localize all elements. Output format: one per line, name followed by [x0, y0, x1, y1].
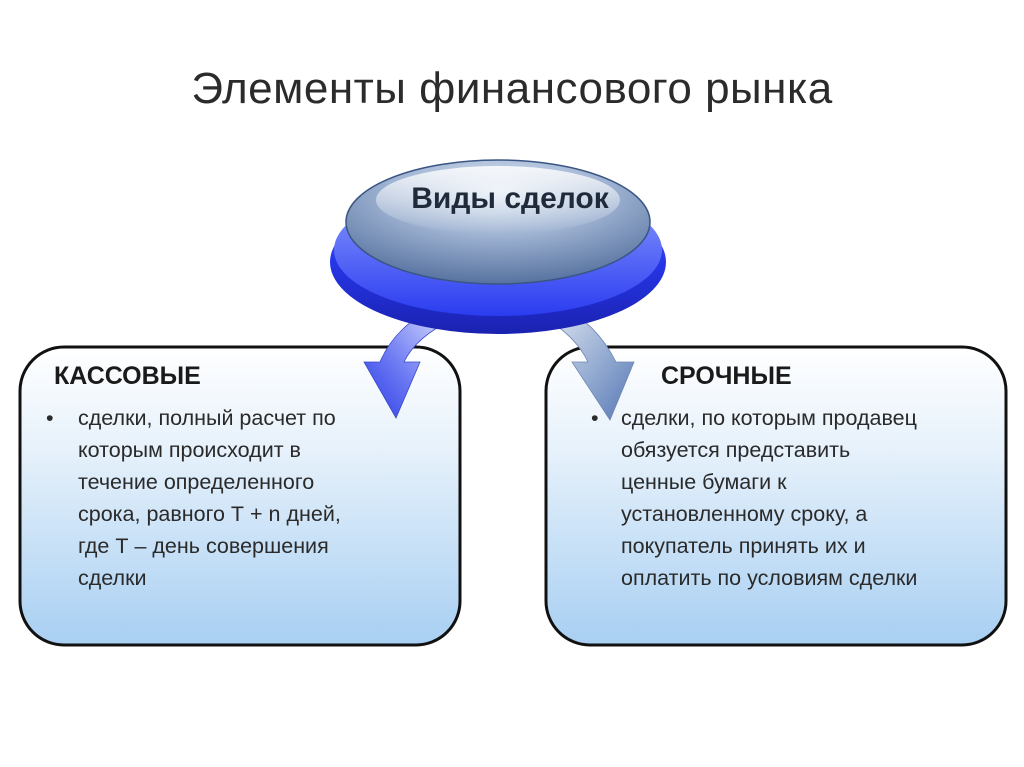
slide-title: Элементы финансового рынка: [191, 64, 833, 113]
left-box: [18, 345, 462, 647]
left-line: сделки: [78, 566, 147, 590]
right-line: установленному сроку, а: [621, 502, 868, 526]
left-line: которым происходит в: [78, 438, 301, 462]
left-box-heading: КАССОВЫЕ: [54, 362, 201, 390]
right-line: оплатить по условиям сделки: [621, 566, 918, 590]
disc-shine: [376, 166, 620, 234]
left-line: где Т – день совершения: [78, 534, 329, 558]
left-line: сделки, полный расчет по: [78, 406, 336, 430]
right-line: ценные бумаги к: [621, 470, 787, 494]
right-bullet: •: [591, 406, 599, 430]
right-box-body: • сделки, по которым продавец обязуется …: [591, 402, 1001, 594]
right-box-heading: СРОЧНЫЕ: [661, 362, 792, 390]
right-box: [544, 345, 1008, 647]
left-bullet: •: [46, 406, 54, 430]
right-line: сделки, по которым продавец: [621, 406, 917, 430]
right-line: обязуется представить: [621, 438, 851, 462]
left-line: срока, равного Т + n дней,: [78, 502, 341, 526]
center-label: Виды сделок: [411, 182, 609, 215]
right-line: покупатель принять их и: [621, 534, 866, 558]
left-line: течение определенного: [78, 470, 315, 494]
left-box-body: • сделки, полный расчет по которым проис…: [46, 402, 448, 594]
